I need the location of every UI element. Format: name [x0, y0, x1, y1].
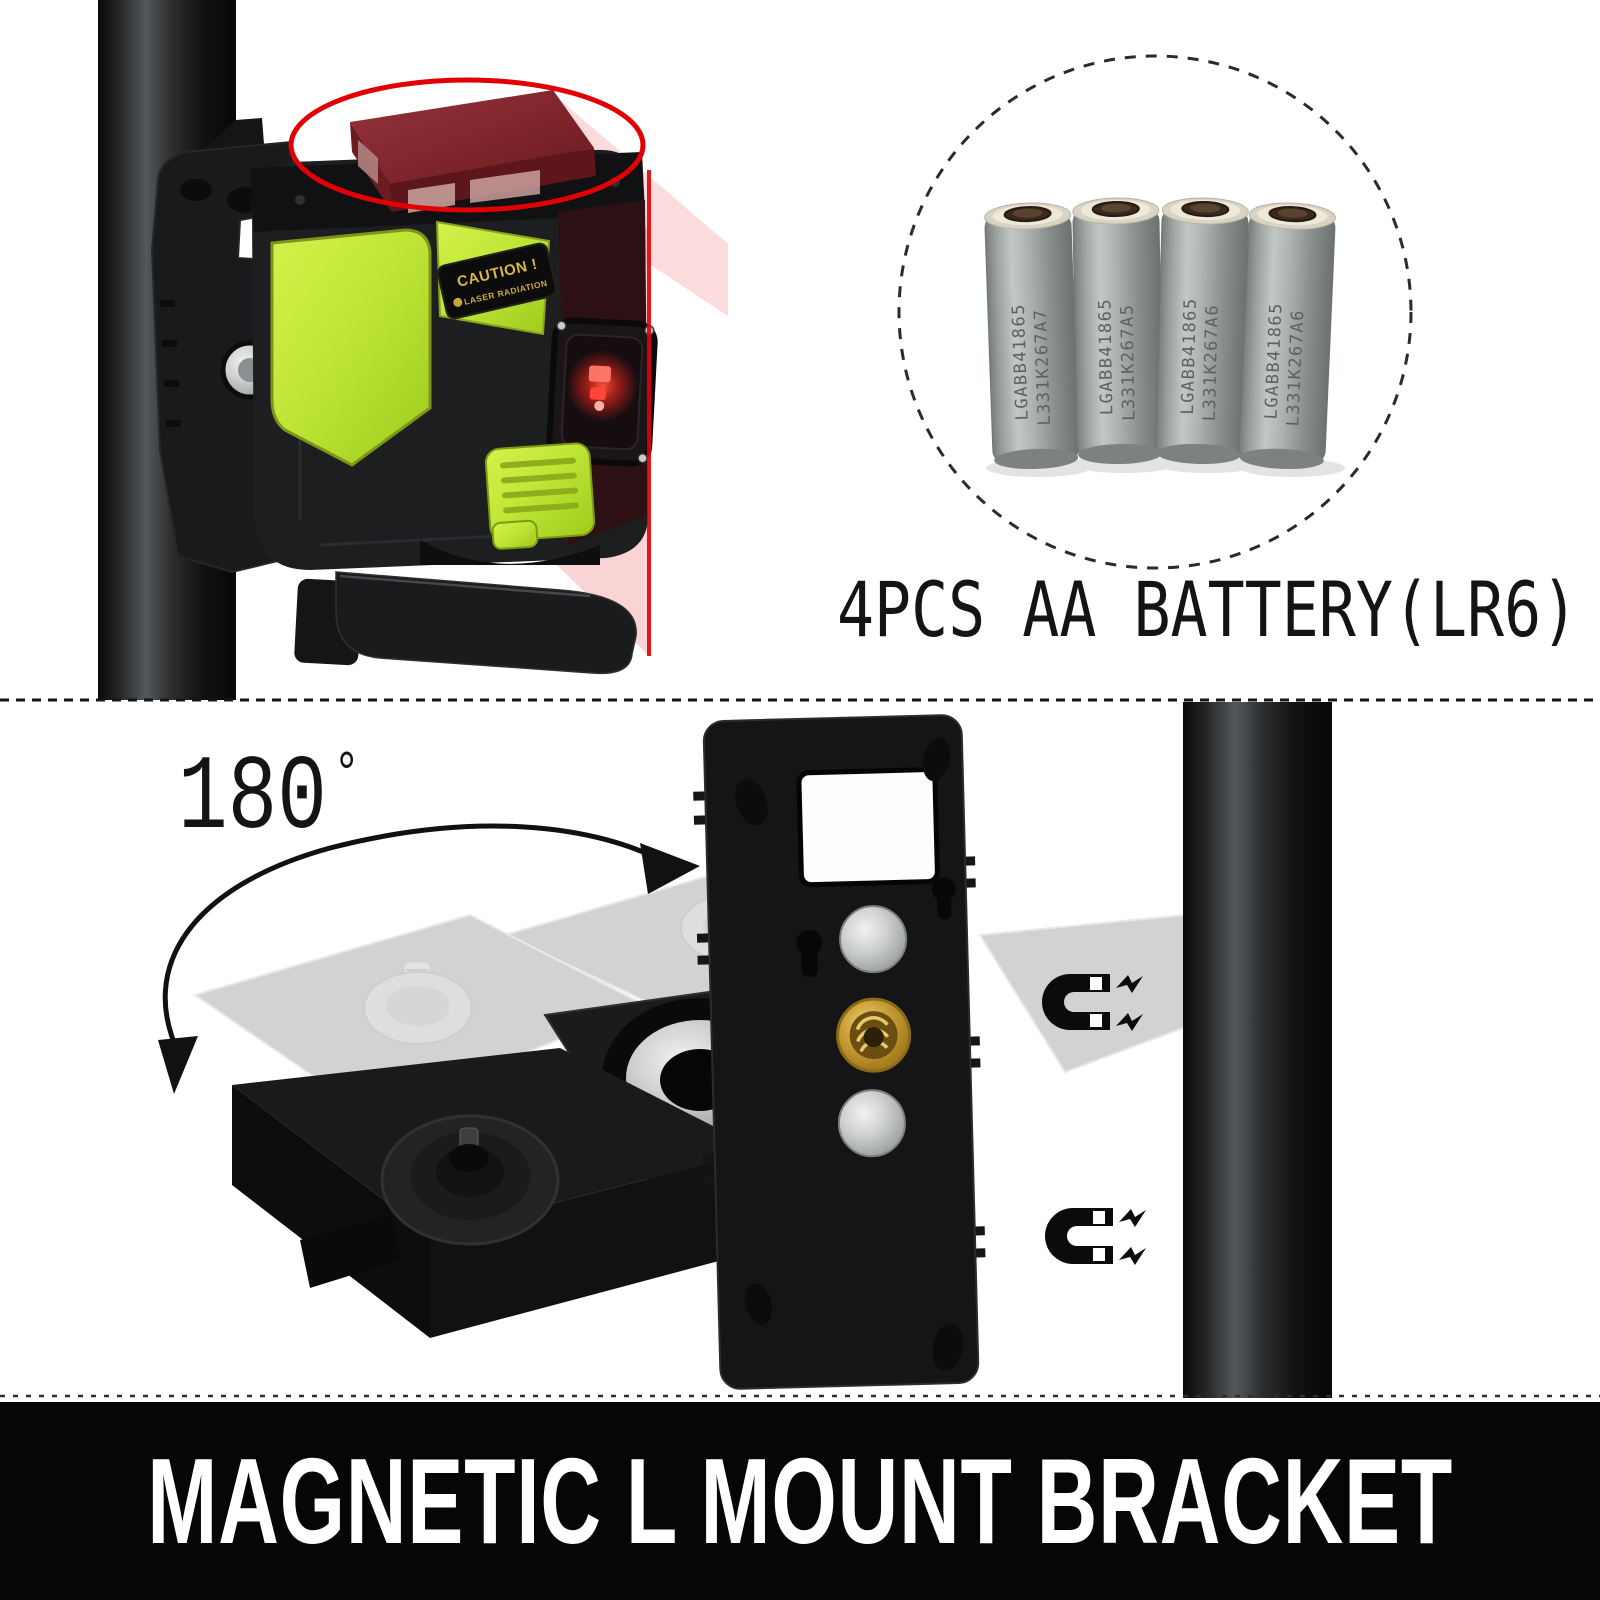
- battery-code: L331K267A7: [1031, 308, 1055, 426]
- battery-callout: LGABB41865 L331K267A7 LGABB41865 L331K26…: [897, 54, 1413, 570]
- laser-top-cap: [350, 90, 596, 213]
- brass-thread-insert: [836, 997, 912, 1073]
- green-front-panel: [270, 228, 432, 467]
- degree-symbol: °: [333, 744, 361, 809]
- battery-cell: LGABB41865 L331K267A7: [984, 202, 1080, 470]
- device-base: [294, 540, 637, 675]
- keyhole-slot: [796, 929, 823, 977]
- banner-title: MAGNETIC L MOUNT BRACKET: [147, 1433, 1453, 1569]
- bracket-vertical-plate: [693, 714, 986, 1390]
- power-slider: [484, 442, 596, 550]
- laser-radiation-icon: [453, 297, 463, 307]
- bracket-photo: [158, 714, 1274, 1390]
- rotation-angle-value: 180: [178, 739, 327, 859]
- keyhole-slot: [931, 877, 956, 920]
- laser-level-photo: CAUTION ! LASER RADIATION: [150, 77, 728, 675]
- caution-panel: CAUTION ! LASER RADIATION: [435, 220, 558, 336]
- battery-cell: LGABB41865 L331K267A6: [1238, 202, 1336, 470]
- battery-caption: 4PCS AA BATTERY(LR6): [836, 565, 1579, 654]
- mounting-pole-bottom: [1183, 702, 1332, 1398]
- battery-code: L331K267A6: [1200, 304, 1223, 422]
- battery-code: LGABB41865: [1095, 298, 1117, 416]
- battery-code: L331K267A5: [1117, 303, 1139, 421]
- magnet-icon: [1045, 1208, 1146, 1265]
- rotation-angle-label: 180°: [178, 746, 360, 852]
- magnet-disc-lower: [837, 1089, 906, 1158]
- title-banner: MAGNETIC L MOUNT BRACKET: [0, 1402, 1600, 1600]
- rotation-arc-arrow: [158, 823, 700, 1094]
- laser-window-callout-ellipse: [288, 77, 646, 213]
- bracket-arm: [232, 1048, 760, 1338]
- battery-code: LGABB41865: [1178, 297, 1201, 415]
- battery-cell: LGABB41865 L331K267A5: [1072, 197, 1164, 465]
- magnet-disc-upper: [839, 905, 908, 974]
- battery-code: LGABB41865: [1009, 303, 1033, 421]
- battery-cell: LGABB41865 L331K267A6: [1155, 197, 1249, 465]
- hanging-window-cutout: [796, 767, 940, 888]
